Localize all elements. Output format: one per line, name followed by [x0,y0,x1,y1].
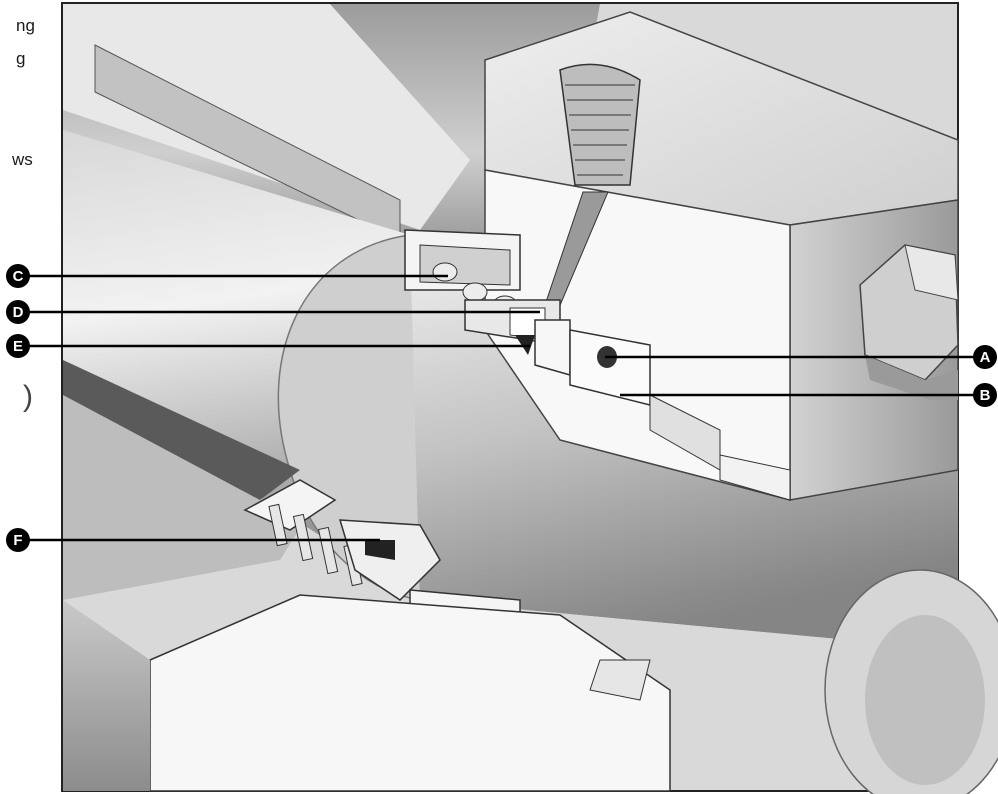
callout-d: D [6,300,30,324]
callout-e: E [6,334,30,358]
callout-a-label: A [980,349,991,366]
callout-b-label: B [980,387,991,404]
callout-e-label: E [13,338,23,355]
callout-a: A [973,345,997,369]
threaded-port [565,84,635,176]
clipped-text-2: g [16,49,26,68]
callout-f-label: F [13,532,22,549]
callout-c: C [6,264,30,288]
callout-f: F [6,528,30,552]
clipped-text-3: ws [12,150,33,169]
gland-plate-lower [63,594,671,792]
gland-bolt-nut [859,244,959,400]
callout-d-label: D [13,304,24,321]
leader-lines [18,274,985,542]
clipped-text-4: ) [23,380,33,413]
callout-b: B [973,383,997,407]
clipped-text-1: ng [16,16,35,35]
callout-c-label: C [13,268,24,285]
